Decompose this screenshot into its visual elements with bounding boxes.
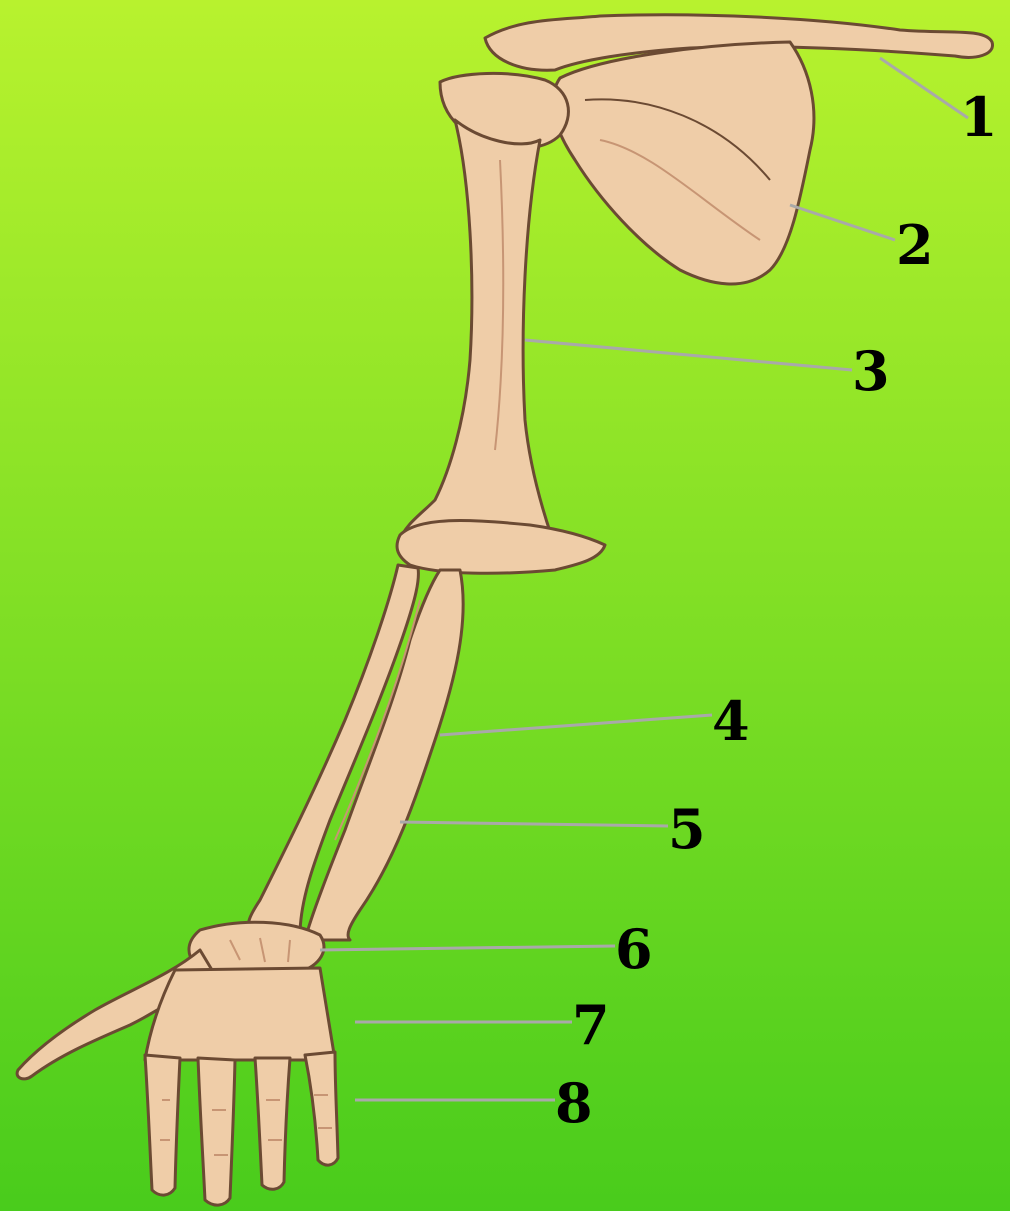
label-3: 3 [852, 344, 890, 398]
phalanx-little [305, 1052, 338, 1165]
phalanx-ring [255, 1058, 290, 1189]
label-7: 7 [572, 998, 610, 1052]
elbow-joint [397, 521, 605, 574]
metacarpal-bones [145, 968, 335, 1060]
scapula-bone [553, 42, 814, 284]
label-6: 6 [615, 922, 653, 976]
leader-line-4 [440, 715, 712, 735]
phalanx-index [145, 1055, 180, 1195]
label-4: 4 [712, 694, 750, 748]
leader-line-2 [790, 205, 895, 240]
leader-line-3 [525, 340, 852, 370]
leader-line-1 [880, 58, 968, 118]
label-8: 8 [555, 1076, 593, 1130]
leader-line-5 [400, 822, 668, 826]
label-5: 5 [668, 802, 706, 856]
label-2: 2 [896, 218, 934, 272]
leader-line-6 [320, 946, 615, 950]
label-1: 1 [960, 90, 998, 144]
phalanx-middle [198, 1058, 235, 1205]
